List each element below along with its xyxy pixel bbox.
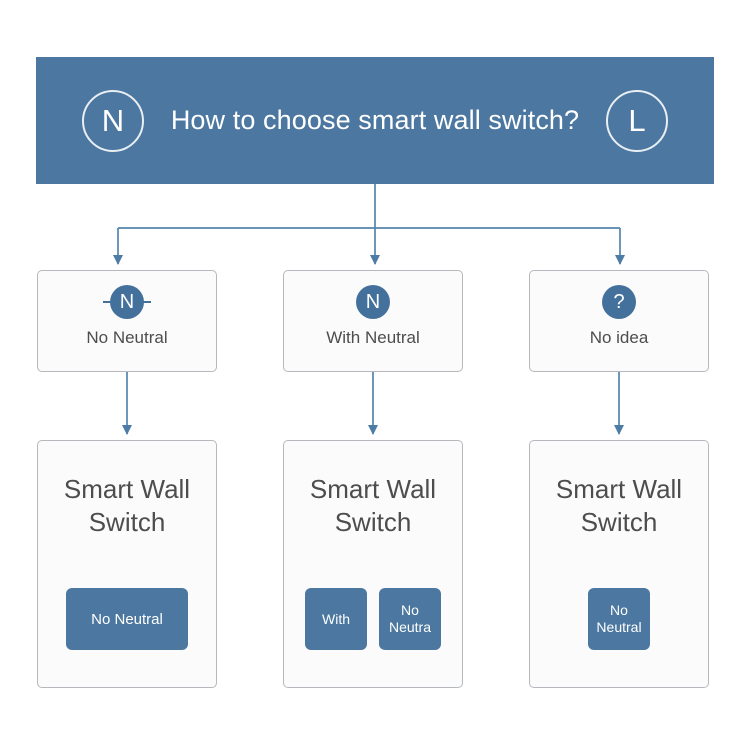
result-title: Smart Wall Switch [63,474,191,538]
option-box-with-neutral[interactable]: N With Neutral [283,270,463,372]
header-banner: N How to choose smart wall switch? L [36,57,714,184]
result-button-row: No Neutral [38,588,216,650]
page-title: How to choose smart wall switch? [170,104,580,135]
circle-n-label: N [101,103,125,138]
result-button-row: No Neutral [530,588,708,650]
option-label: No Neutral [86,328,168,347]
result-button-row: With No Neutra [284,588,462,650]
badge-glyph: ? [613,291,625,313]
n-strikethrough-icon: N [103,285,151,319]
option-label: No idea [589,328,649,347]
question-mark-icon: ? [602,285,636,319]
result-title: Smart Wall Switch [309,474,437,538]
circle-n-icon: N [82,89,144,152]
switch-button-no-neutral[interactable]: No Neutral [66,588,188,650]
result-box-1[interactable]: Smart Wall Switch No Neutral [37,440,217,688]
circle-l-icon: L [606,89,668,152]
badge-glyph: N [119,291,135,313]
circle-l-label: L [628,103,646,138]
option-box-no-idea[interactable]: ? No idea [529,270,709,372]
result-box-3[interactable]: Smart Wall Switch No Neutral [529,440,709,688]
result-box-2[interactable]: Smart Wall Switch With No Neutra [283,440,463,688]
switch-button-with[interactable]: With [305,588,367,650]
option-box-no-neutral[interactable]: N No Neutral [37,270,217,372]
switch-button-no-neutra[interactable]: No Neutra [379,588,441,650]
badge-glyph: N [365,291,381,313]
result-title: Smart Wall Switch [555,474,683,538]
option-label: With Neutral [326,328,420,347]
n-circle-icon: N [356,285,390,319]
switch-button-no-neutral[interactable]: No Neutral [588,588,650,650]
